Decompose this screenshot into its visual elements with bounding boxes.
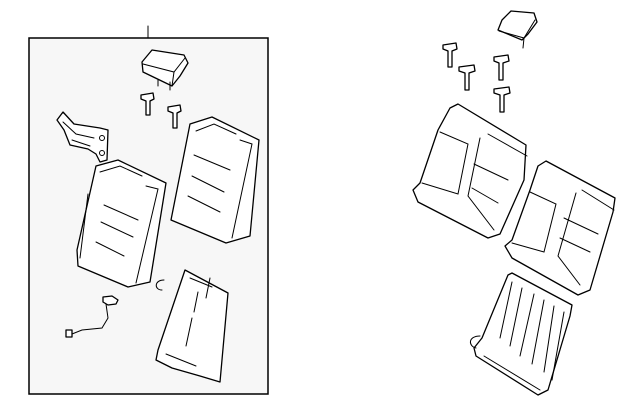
headrest-icon <box>497 10 538 49</box>
headrest-guide-icon <box>493 54 510 81</box>
headrest-guide-icon <box>442 42 458 68</box>
headrest-guide-icon <box>458 64 476 91</box>
seat-back-cover-icon <box>170 116 260 244</box>
clip-icon <box>155 279 165 291</box>
headrest-guide-icon <box>167 104 182 129</box>
seat-back-cushion-icon <box>504 160 616 296</box>
headrest-guide-icon <box>140 92 155 116</box>
seat-back-frame-icon <box>155 269 229 383</box>
headrest-icon <box>141 49 189 91</box>
right-parts-group <box>412 10 616 396</box>
bracket-icon <box>56 111 109 163</box>
seat-back-frame-icon <box>470 272 573 396</box>
seat-back-cushion-icon <box>412 103 528 239</box>
headrest-guide-icon <box>493 86 511 113</box>
seat-back-cover-icon <box>76 159 167 288</box>
wire-harness-icon <box>65 295 119 338</box>
left-parts-group <box>28 25 269 395</box>
